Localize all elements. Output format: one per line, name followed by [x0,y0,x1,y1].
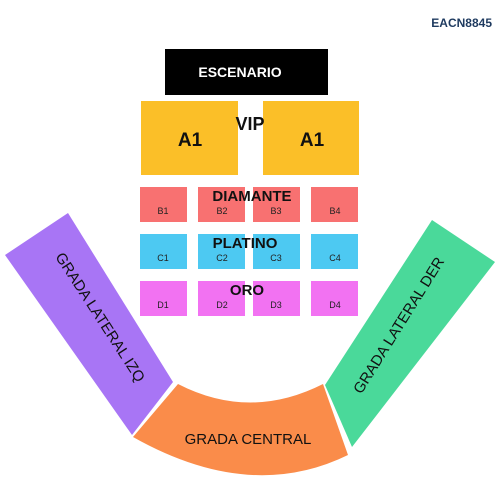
block-b1-label: B1 [157,206,168,216]
vip-section-label: VIP [235,114,264,134]
section-vip[interactable]: A1 A1 VIP [141,101,359,175]
event-code: EACN8845 [431,16,492,30]
block-b2-label: B2 [216,206,227,216]
stage-label: ESCENARIO [198,64,281,80]
grada-lateral-izq-block[interactable] [5,213,173,435]
grada-central-block[interactable] [133,384,348,476]
block-b1[interactable] [140,187,187,222]
block-c3[interactable] [253,234,300,269]
block-c3-label: C3 [270,253,282,263]
block-d1-label: D1 [157,300,169,310]
block-c4[interactable] [311,234,358,269]
block-b4[interactable] [311,187,358,222]
vip-block-right[interactable] [263,101,359,175]
block-d3[interactable] [253,281,300,316]
stage-block [165,49,328,95]
block-d2-label: D2 [216,300,228,310]
oro-section-label: ORO [230,282,265,299]
block-d2[interactable] [198,281,245,316]
block-d4-label: D4 [329,300,341,310]
section-oro[interactable]: D1 D2 D3 D4 ORO [140,281,358,316]
grada-central-label: GRADA CENTRAL [185,431,312,448]
section-grada-central[interactable]: GRADA CENTRAL [133,384,348,476]
vip-block-left[interactable] [141,101,238,175]
section-diamante[interactable]: B1 B2 B3 B4 DIAMANTE [140,187,358,222]
block-b3[interactable] [253,187,300,222]
diamante-section-label: DIAMANTE [212,188,291,205]
block-d1[interactable] [140,281,187,316]
block-c2[interactable] [198,234,245,269]
grada-lateral-der-block[interactable] [325,220,495,447]
block-c4-label: C4 [329,253,341,263]
vip-block-right-label: A1 [300,130,325,151]
block-b2[interactable] [198,187,245,222]
block-d4[interactable] [311,281,358,316]
block-c1[interactable] [140,234,187,269]
platino-section-label: PLATINO [213,235,278,252]
block-b4-label: B4 [329,206,340,216]
section-platino[interactable]: C1 C2 C3 C4 PLATINO [140,234,358,269]
block-c2-label: C2 [216,253,228,263]
block-c1-label: C1 [157,253,169,263]
block-b3-label: B3 [270,206,281,216]
block-d3-label: D3 [270,300,282,310]
vip-block-left-label: A1 [178,130,203,151]
